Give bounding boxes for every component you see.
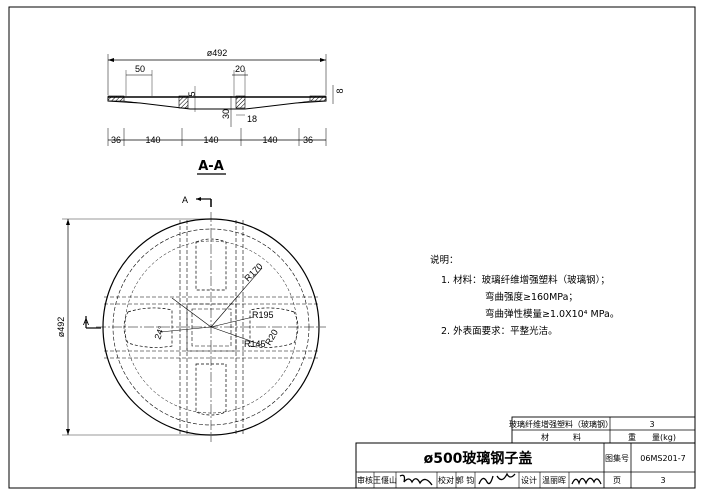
title-block [355, 442, 696, 489]
notes-item1: 1. 材料：玻璃纤维增强塑料（玻璃钢）； [441, 274, 610, 286]
signature-checker [478, 472, 516, 485]
dim-18: 18 [247, 114, 257, 124]
section-view: ø492 50 20 5 8 30 18 [107, 48, 345, 175]
atlas-label: 图集号 [605, 453, 629, 463]
dim-140-a: 140 [145, 135, 160, 145]
dim-5: 5 [187, 91, 197, 96]
review-label: 审核 [357, 475, 373, 485]
designer-name: 温丽晖 [542, 476, 566, 485]
notes: 说明： 1. 材料：玻璃纤维增强塑料（玻璃钢）； 弯曲强度≥160MPa； 弯曲… [430, 254, 619, 337]
section-mark-top: A [182, 195, 188, 205]
dim-36-left: 36 [111, 135, 121, 145]
label-r20: R20 [263, 328, 280, 347]
notes-item1-b: 弯曲弹性模量≥1.0X10⁴ MPa。 [485, 308, 619, 320]
dim-140-c: 140 [262, 135, 277, 145]
page-number: 3 [660, 476, 665, 485]
material-name: 玻璃纤维增强塑料（玻璃钢） [509, 419, 613, 429]
notes-item2: 2. 外表面要求：平整光洁。 [441, 325, 558, 337]
section-title: A-A [198, 159, 224, 174]
design-label: 设计 [521, 475, 537, 485]
label-r195: R195 [252, 310, 274, 320]
atlas-number: 06MS201-7 [640, 454, 685, 463]
notes-item1-a: 弯曲强度≥160MPa； [485, 291, 578, 303]
label-r170: R170 [242, 261, 264, 283]
label-angle: 24° [152, 324, 166, 341]
reviewer-name: 王偃山 [373, 475, 397, 485]
check-label: 校对 [438, 475, 454, 485]
material-header: 材 料 [541, 432, 581, 442]
dim-36-right: 36 [303, 135, 313, 145]
plan-diameter: ø492 [56, 317, 66, 338]
dim-30: 30 [221, 109, 231, 119]
plan-view: A [56, 195, 326, 442]
dim-8: 8 [335, 88, 345, 93]
dim-50: 50 [135, 64, 145, 74]
page-label: 页 [613, 476, 621, 485]
dim-20: 20 [235, 64, 245, 74]
weight-header: 重 量(kg) [628, 432, 676, 442]
dim-overall-width: ø492 [207, 48, 228, 58]
title-block-title: ø500玻璃钢子盖 [424, 450, 533, 467]
material-weight: 3 [649, 420, 654, 429]
drawing-frame [8, 6, 696, 489]
checker-name: 郭 钧 [456, 475, 475, 485]
notes-heading: 说明： [430, 254, 459, 266]
signature-designer [571, 477, 602, 485]
signature-reviewer [399, 474, 433, 486]
dim-140-b: 140 [203, 135, 218, 145]
label-r145: R145 [244, 339, 266, 349]
